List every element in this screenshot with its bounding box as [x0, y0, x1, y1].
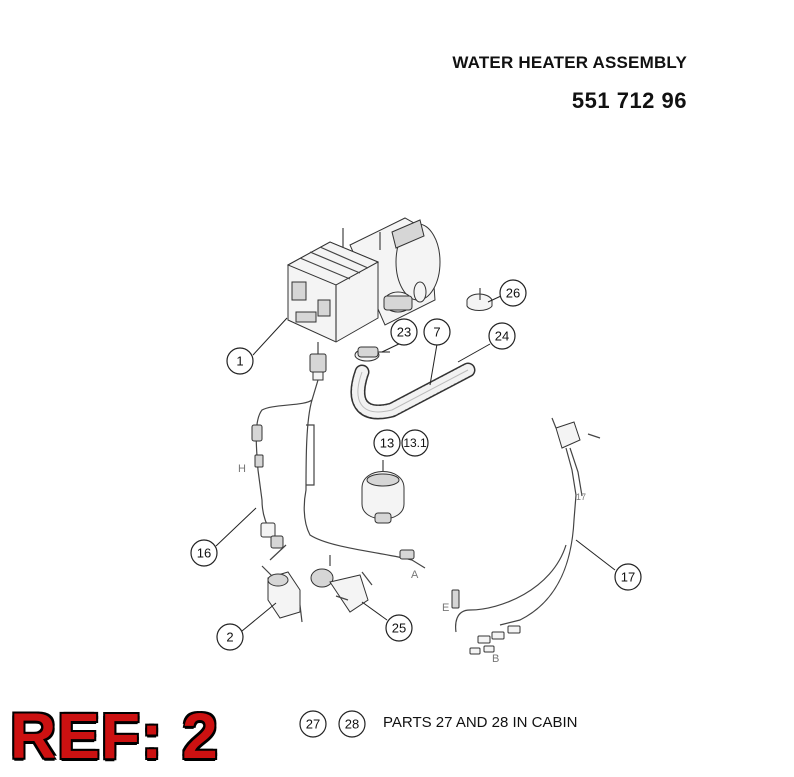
leader-lines	[215, 295, 616, 632]
exhaust-clamp	[354, 346, 390, 362]
wire-letter-17: 17	[576, 492, 586, 502]
callout-7: 7	[423, 318, 451, 346]
pipe-clip	[466, 288, 493, 311]
svg-text:17: 17	[621, 570, 635, 585]
svg-text:1: 1	[236, 354, 243, 369]
svg-text:28: 28	[345, 717, 359, 732]
svg-text:16: 16	[197, 546, 211, 561]
callout-25: 25	[385, 614, 413, 642]
callout-2: 2	[216, 623, 244, 651]
heater-unit	[286, 217, 441, 343]
svg-text:27: 27	[306, 717, 320, 732]
callout-26: 26	[499, 279, 527, 307]
svg-text:7: 7	[433, 325, 440, 340]
callout-13: 13	[373, 429, 401, 457]
pump-bracket	[310, 555, 373, 613]
exhaust-pipe	[350, 362, 476, 420]
callout-23: 23	[390, 318, 418, 346]
ref-label: REF: 2	[10, 700, 219, 772]
harness-main	[251, 379, 426, 569]
wire-letter-e: E	[442, 602, 449, 614]
cabin-note: PARTS 27 AND 28 IN CABIN	[383, 714, 578, 731]
callout-13-1: 13.1	[401, 429, 429, 457]
wire-letter-a: A	[411, 569, 419, 581]
svg-text:13: 13	[380, 436, 394, 451]
diagram-title: WATER HEATER ASSEMBLY	[452, 53, 687, 72]
callout-28: 28	[338, 710, 366, 738]
heater-connector	[309, 342, 327, 381]
callout-1: 1	[226, 347, 254, 375]
callout-27: 27	[299, 710, 327, 738]
svg-text:13.1: 13.1	[403, 436, 427, 450]
svg-text:25: 25	[392, 621, 406, 636]
harness-cabin	[451, 417, 601, 655]
callout-24: 24	[488, 322, 516, 350]
fuel-pump	[261, 565, 303, 623]
wire-letter-b: B	[492, 653, 499, 665]
callout-16: 16	[190, 539, 218, 567]
callout-17: 17	[614, 563, 642, 591]
svg-text:2: 2	[226, 630, 233, 645]
svg-text:23: 23	[397, 325, 411, 340]
silencer	[361, 460, 405, 524]
part-number: 551 712 96	[571, 88, 687, 113]
wire-letter-h: H	[238, 463, 246, 475]
svg-text:24: 24	[495, 329, 509, 344]
svg-text:26: 26	[506, 286, 520, 301]
